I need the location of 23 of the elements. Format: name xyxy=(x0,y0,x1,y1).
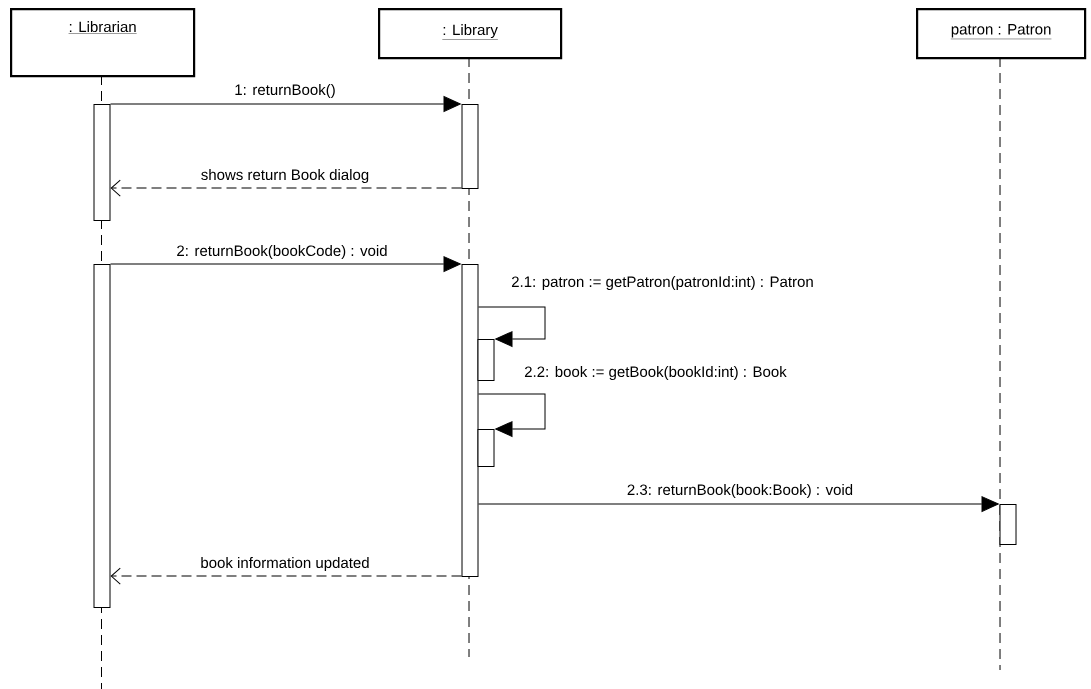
message-label: 1: returnBook() xyxy=(235,84,335,98)
object-box: : Library xyxy=(378,8,563,60)
message-label: 2: returnBook(bookCode) : void xyxy=(177,245,387,259)
object-box: patron : Patron xyxy=(916,8,1087,60)
message-arrow xyxy=(110,179,462,197)
activation-bar xyxy=(477,339,495,381)
activation-bar xyxy=(999,504,1017,545)
activation-bar xyxy=(461,104,479,189)
message-arrow xyxy=(110,96,461,112)
message-arrow xyxy=(478,496,999,512)
message-label: 2.1: patron := getPatron(patronId:int) : Patron xyxy=(511,276,813,290)
message-arrow xyxy=(110,256,461,272)
self-message-arrow xyxy=(478,393,546,437)
message-label: book information updated xyxy=(201,557,369,571)
self-message-arrow xyxy=(478,306,546,347)
message-label: 2.3: returnBook(book:Book) : void xyxy=(627,484,853,498)
activation-bar xyxy=(93,104,111,221)
message-arrow xyxy=(110,567,462,585)
message-label: shows return Book dialog xyxy=(201,169,369,183)
activation-bar xyxy=(93,264,111,608)
activation-bar xyxy=(477,429,495,467)
message-label: 2.2: book := getBook(bookId:int) : Book xyxy=(524,366,787,380)
object-box: : Librarian xyxy=(10,8,196,78)
